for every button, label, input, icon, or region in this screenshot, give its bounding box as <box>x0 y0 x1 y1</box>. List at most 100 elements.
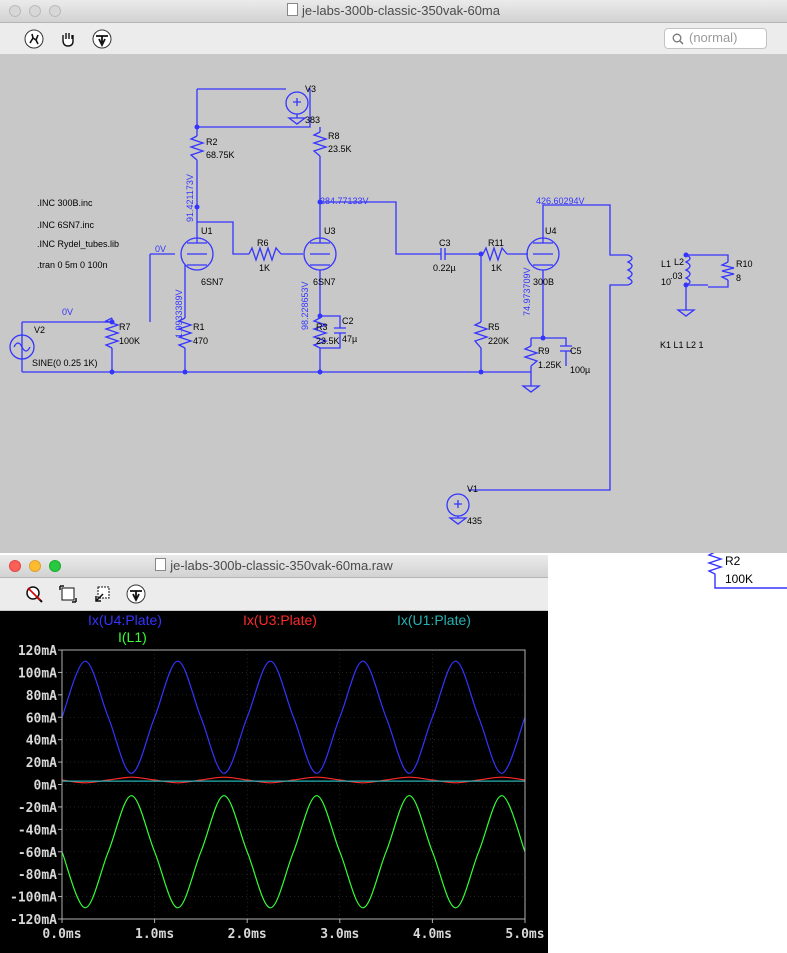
close-window-icon[interactable] <box>9 5 21 17</box>
u1-value: 6SN7 <box>201 277 224 287</box>
u4-cathode-voltage: 74.973709V <box>522 267 532 316</box>
u3-label: U3 <box>324 226 336 236</box>
wires <box>21 88 729 491</box>
resistors <box>103 131 735 367</box>
pan-hand-icon[interactable] <box>58 29 78 49</box>
resistor-r5 <box>472 321 490 349</box>
y-tick-label: 0mA <box>34 779 58 794</box>
r6-value: 1K <box>259 263 270 273</box>
close-window-icon[interactable] <box>9 560 21 572</box>
l1-value: 10 <box>661 277 671 287</box>
r11-value: 1K <box>491 263 502 273</box>
search-input[interactable]: (normal) <box>664 28 767 49</box>
zoom-window-icon[interactable] <box>49 560 61 572</box>
y-tick-label: -120mA <box>10 913 57 928</box>
resistor-r1 <box>176 317 194 349</box>
resistor-r7 <box>103 317 121 349</box>
plot-legend: Ix(U4:Plate) Ix(U3:Plate) Ix(U1:Plate) I(L1… <box>88 612 471 645</box>
c5-label: C5 <box>570 346 582 356</box>
c3-label: C3 <box>439 238 451 248</box>
search-icon <box>672 33 684 45</box>
schematic-canvas[interactable]: V3 383 R2 68.75K R8 23.5K U1 6SN7 U3 6SN… <box>0 54 787 553</box>
v2-label: V2 <box>34 325 45 335</box>
y-tick-label: -100mA <box>10 891 57 906</box>
zoom-cancel-icon[interactable] <box>24 584 44 604</box>
minimize-window-icon[interactable] <box>29 5 41 17</box>
u4-label: U4 <box>545 226 557 236</box>
x-tick-label: 0.0ms <box>42 927 81 942</box>
resistor-r10 <box>720 261 735 281</box>
directive-2: .INC 6SN7.inc <box>37 220 95 230</box>
schematic-window: je-labs-300b-classic-350vak-60ma (normal… <box>0 0 787 553</box>
schematic-titlebar: je-labs-300b-classic-350vak-60ma <box>0 0 787 23</box>
document-icon <box>287 3 298 16</box>
resistor-r8 <box>311 131 329 157</box>
waveform-titlebar: je-labs-300b-classic-350vak-60ma.raw <box>0 555 548 578</box>
v2-value: SINE(0 0.25 1K) <box>32 358 98 368</box>
r8-value: 23.5K <box>328 144 352 154</box>
r7-value: 100K <box>119 336 140 346</box>
x-tick-label: 5.0ms <box>505 927 544 942</box>
zoom-back-icon[interactable] <box>92 584 112 604</box>
r9-value: 1.25K <box>538 360 562 370</box>
v3-label: V3 <box>305 84 316 94</box>
legend-item[interactable]: Ix(U4:Plate) <box>88 612 162 628</box>
trace-line <box>61 795 526 909</box>
y-tick-label: 100mA <box>18 666 57 681</box>
waveform-toolbar <box>0 578 548 611</box>
waveform-plot[interactable]: Ix(U4:Plate) Ix(U3:Plate) Ix(U1:Plate) I(L1… <box>0 611 548 953</box>
directive-1: .INC 300B.inc <box>37 198 93 208</box>
y-tick-label: 40mA <box>26 734 57 749</box>
sources <box>9 91 470 517</box>
u3-value: 6SN7 <box>313 277 336 287</box>
plot-frame <box>61 649 526 920</box>
trace-line <box>61 776 526 784</box>
legend-item[interactable]: I(L1) <box>118 629 147 645</box>
run-icon[interactable] <box>24 29 44 49</box>
plot-traces <box>61 660 526 909</box>
probe-icon[interactable] <box>92 29 112 49</box>
c5-value: 100µ <box>570 365 590 375</box>
bg-r2-label: R2 <box>725 554 741 568</box>
x-tick-label: 2.0ms <box>228 927 267 942</box>
y-tick-label: -60mA <box>18 846 57 861</box>
resistor-r9 <box>522 345 540 367</box>
u3-plate-voltage: 284.77133V <box>320 196 369 206</box>
autorange-icon[interactable] <box>58 584 78 604</box>
legend-item[interactable]: Ix(U1:Plate) <box>397 612 471 628</box>
r3-value: 23.5K <box>316 336 340 346</box>
zoom-window-icon[interactable] <box>49 5 61 17</box>
x-tick-label: 4.0ms <box>413 927 452 942</box>
resistor-r6 <box>248 245 282 263</box>
r7-label: R7 <box>119 322 131 332</box>
x-axis-ticks: 0.0ms 1.0ms 2.0ms 3.0ms 4.0ms 5.0ms <box>42 919 545 942</box>
x-tick-label: 1.0ms <box>135 927 174 942</box>
bg-r2-value: 100K <box>725 572 753 586</box>
c2-value: 47µ <box>342 334 357 344</box>
minimize-window-icon[interactable] <box>29 560 41 572</box>
y-tick-label: 60mA <box>26 711 57 726</box>
resistor-r11 <box>482 245 508 263</box>
probe-icon[interactable] <box>126 584 146 604</box>
l1-label: L1 <box>661 259 671 269</box>
u1-cathode-voltage: 1.9933389V <box>174 289 184 338</box>
v1-value: 435 <box>467 516 482 526</box>
x-tick-label: 3.0ms <box>320 927 359 942</box>
v1-label: V1 <box>467 484 478 494</box>
directive-3: .INC Rydel_tubes.lib <box>37 239 119 249</box>
u4-value: 300B <box>533 277 554 287</box>
r5-label: R5 <box>488 322 500 332</box>
l2-value: .03 <box>670 271 683 281</box>
legend-item[interactable]: Ix(U3:Plate) <box>243 612 317 628</box>
u1-grid-voltage: 0V <box>155 244 166 254</box>
r6-label: R6 <box>257 238 269 248</box>
y-tick-label: 120mA <box>18 644 57 659</box>
y-tick-label: 80mA <box>26 689 57 704</box>
resistor-r2 <box>188 135 206 161</box>
search-placeholder: (normal) <box>689 30 738 45</box>
y-tick-label: -80mA <box>18 868 57 883</box>
c3-value: 0.22µ <box>433 263 456 273</box>
capacitors <box>334 248 572 354</box>
y-axis-ticks: 120mA100mA80mA60mA40mA20mA0mA-20mA-40mA-… <box>10 644 62 928</box>
r8-label: R8 <box>328 131 340 141</box>
